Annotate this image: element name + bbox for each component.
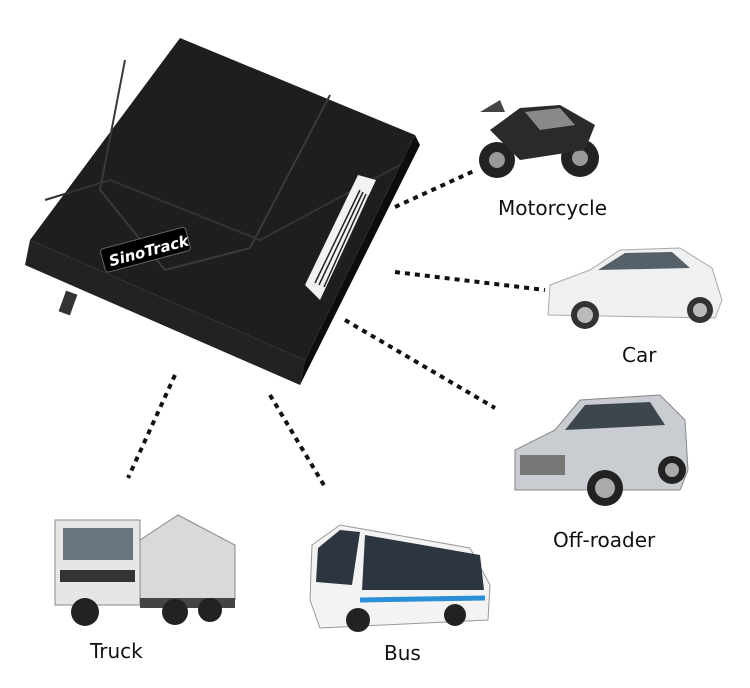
label-bus: Bus bbox=[384, 641, 421, 665]
connector-car bbox=[394, 270, 546, 292]
car-image bbox=[547, 247, 723, 329]
label-off-roader: Off-roader bbox=[553, 528, 656, 552]
connector-off-roader bbox=[343, 318, 497, 410]
label-truck: Truck bbox=[90, 639, 143, 663]
connector-bus bbox=[268, 393, 327, 489]
off-roader-image bbox=[514, 394, 689, 506]
motorcycle-image bbox=[479, 100, 599, 178]
bus-image bbox=[309, 524, 491, 632]
truck-image bbox=[54, 514, 236, 626]
barcode-label bbox=[305, 175, 376, 300]
connector-motorcycle bbox=[394, 168, 477, 209]
connector-truck bbox=[126, 374, 177, 479]
label-motorcycle: Motorcycle bbox=[498, 196, 608, 220]
label-car: Car bbox=[622, 343, 657, 367]
gps-tracker-device: SinoTrack bbox=[25, 38, 420, 385]
